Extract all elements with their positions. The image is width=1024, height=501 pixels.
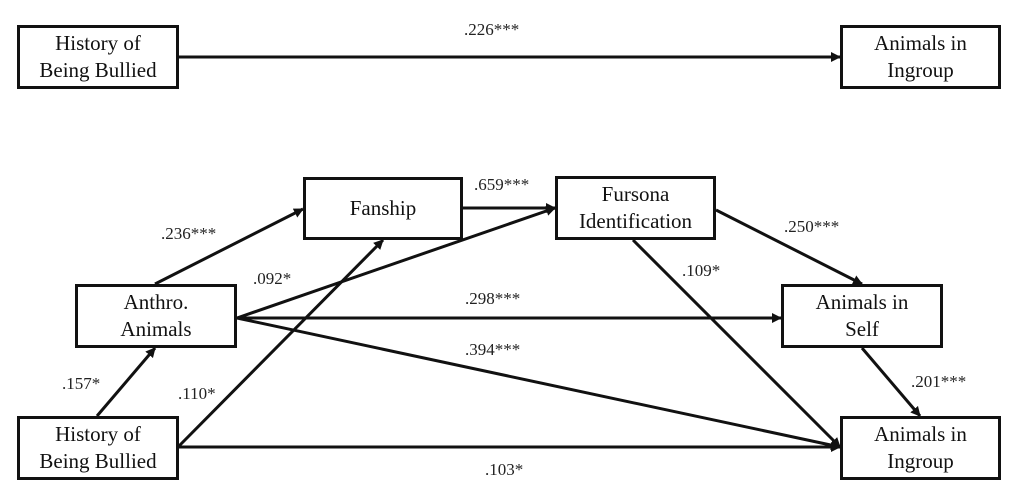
coef-anthro-to-ingroup: .394*** bbox=[465, 340, 521, 359]
node-animals-in-self: Animals in Self bbox=[781, 284, 943, 348]
node-history-of-being-bullied: History of Being Bullied bbox=[17, 416, 179, 480]
arrow-bullied-to-anthro bbox=[95, 347, 157, 417]
node-fanship: Fanship bbox=[303, 177, 463, 240]
coef-bullied-to-fanship: .110* bbox=[178, 384, 216, 403]
coef-bullied-to-ingroup: .103* bbox=[485, 460, 524, 479]
arrow-fursona-to-self bbox=[715, 208, 863, 286]
coef-anthro-to-fanship: .236*** bbox=[161, 224, 217, 243]
coef-bullied-to-anthro: .157* bbox=[62, 374, 101, 393]
coef-anthro-to-fursona: .092* bbox=[253, 269, 292, 288]
coef-fursona-to-self: .250*** bbox=[784, 217, 840, 236]
coef-bullied-to-ingroup-top: .226*** bbox=[464, 20, 520, 39]
arrow-anthro-to-ingroup bbox=[236, 316, 841, 451]
coef-anthro-to-self: .298*** bbox=[465, 289, 521, 308]
arrow-anthro-to-fanship bbox=[154, 207, 304, 286]
coef-fanship-to-fursona: .659*** bbox=[474, 175, 530, 194]
arrow-bullied-to-fanship bbox=[177, 238, 385, 448]
arrow-self-to-ingroup bbox=[860, 347, 922, 417]
node-animals-in-ingroup-top: Animals in Ingroup bbox=[840, 25, 1001, 89]
node-fursona-identification: Fursona Identification bbox=[555, 176, 716, 240]
node-animals-in-ingroup: Animals in Ingroup bbox=[840, 416, 1001, 480]
arrow-fursona-to-ingroup bbox=[631, 238, 842, 449]
coef-fursona-to-ingroup: .109* bbox=[682, 261, 721, 280]
arrow-anthro-to-fursona bbox=[236, 206, 556, 320]
node-history-of-being-bullied-top: History of Being Bullied bbox=[17, 25, 179, 89]
node-anthro-animals: Anthro. Animals bbox=[75, 284, 237, 348]
coef-self-to-ingroup: .201*** bbox=[911, 372, 967, 391]
